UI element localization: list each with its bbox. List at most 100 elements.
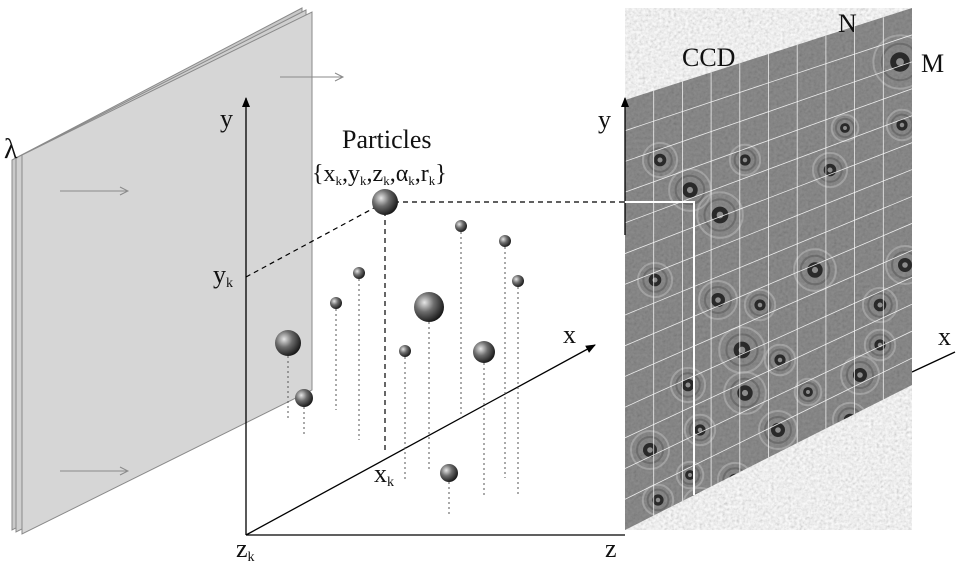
diffraction-ring xyxy=(830,113,860,143)
diffraction-ring xyxy=(890,113,912,137)
diffraction-center xyxy=(847,417,853,423)
diffraction-spot xyxy=(843,413,857,427)
diffraction-ring xyxy=(797,381,819,403)
x-axis-line xyxy=(245,344,596,536)
wavelength-label: λ xyxy=(4,134,18,165)
diffraction-center xyxy=(657,157,663,163)
diffraction-ring xyxy=(674,174,706,206)
diffraction-ring xyxy=(687,492,713,518)
diffraction-ring xyxy=(880,42,912,82)
particle xyxy=(499,235,511,247)
diffraction-ring xyxy=(861,286,899,324)
ccd-m-label: M xyxy=(921,49,944,78)
diffraction-center xyxy=(741,389,749,397)
diffraction-center xyxy=(902,262,908,268)
diffraction-ring xyxy=(728,143,762,177)
ccd-grid-line xyxy=(625,169,912,285)
diffraction-ring xyxy=(799,254,831,286)
diffraction-center xyxy=(742,157,748,163)
ccd-grid-line xyxy=(625,61,912,162)
diffraction-center xyxy=(697,427,703,433)
diffraction-center xyxy=(777,357,783,363)
diffraction-ring xyxy=(793,377,823,407)
particles xyxy=(275,189,524,482)
particle xyxy=(512,275,524,287)
diffraction-ring xyxy=(683,413,717,447)
diffraction-center xyxy=(655,497,661,503)
diffraction-ring xyxy=(872,34,912,90)
projection-lines xyxy=(245,201,695,495)
xk-label: xk xyxy=(374,459,394,490)
z-axis-label: z xyxy=(605,534,617,561)
diffraction-ring xyxy=(846,361,874,389)
diffraction-ring xyxy=(703,198,737,232)
diffraction-center xyxy=(827,167,833,173)
ccd-grid-line xyxy=(625,303,912,439)
zk-label: zk xyxy=(236,534,255,561)
diffraction-center xyxy=(787,482,793,488)
diffraction-ring xyxy=(834,117,856,139)
ccd-sensor xyxy=(625,8,912,530)
ccd-grid-line xyxy=(625,249,912,377)
diffraction-center xyxy=(811,266,819,274)
diffraction-ring xyxy=(748,293,772,317)
diffraction-center xyxy=(857,372,863,378)
illumination-plane xyxy=(11,7,345,535)
ccd-grid-line xyxy=(625,34,912,132)
diffraction-center xyxy=(877,302,883,308)
diffraction-ring xyxy=(675,460,705,490)
ccd-n-label: N xyxy=(838,9,857,38)
diffraction-center xyxy=(647,447,653,453)
yk-label: yk xyxy=(213,260,233,291)
ccd-grid-line xyxy=(625,276,912,408)
particle-drop-lines xyxy=(287,232,519,515)
particle xyxy=(399,345,411,357)
diffraction-ring xyxy=(669,366,707,404)
diffraction-ring xyxy=(891,251,912,279)
diffraction-ring xyxy=(630,430,670,470)
diffraction-ring xyxy=(696,191,744,239)
diffraction-center xyxy=(738,346,746,354)
diffraction-ring xyxy=(885,245,912,285)
particles-label: Particles xyxy=(342,125,432,154)
diffraction-spot xyxy=(693,498,707,512)
diffraction-ring xyxy=(642,267,668,293)
ccd-grid-line xyxy=(625,223,912,347)
diffraction-ring xyxy=(743,288,777,322)
particle xyxy=(330,297,342,309)
ccd-grid-line xyxy=(625,142,912,254)
diffraction-ring xyxy=(681,486,719,524)
diffraction-ring xyxy=(768,348,792,372)
diffraction-ring xyxy=(763,343,797,377)
diffraction-ring xyxy=(646,488,670,512)
diffraction-ring xyxy=(698,280,738,320)
diffraction-ring xyxy=(636,261,674,299)
diffraction-ring xyxy=(863,328,897,362)
particle xyxy=(414,292,444,322)
particle xyxy=(275,330,301,356)
diffraction-ring xyxy=(793,248,837,292)
diffraction-ring xyxy=(723,371,767,415)
diffraction-center xyxy=(757,302,763,308)
diffraction-ring xyxy=(733,148,757,172)
ccd-label: CCD xyxy=(682,43,735,72)
ccd-y-axis-label: y xyxy=(598,105,611,134)
diffraction-ring xyxy=(729,377,761,409)
highlighted-particle xyxy=(372,189,398,215)
diffraction-center xyxy=(899,122,905,128)
diffraction-ring xyxy=(868,333,892,357)
particle xyxy=(455,220,467,232)
diffraction-center xyxy=(806,390,810,394)
diffraction-ring xyxy=(704,286,732,314)
diffraction-ring xyxy=(778,473,802,497)
diffraction-ring xyxy=(811,151,849,189)
particle xyxy=(440,464,458,482)
diffraction-center xyxy=(686,186,694,194)
diffraction-center xyxy=(652,277,658,283)
particle xyxy=(473,341,495,363)
diffraction-ring xyxy=(679,464,701,486)
x-axis-label: x xyxy=(563,320,576,349)
particle xyxy=(295,389,313,407)
diffraction-ring xyxy=(647,147,673,173)
